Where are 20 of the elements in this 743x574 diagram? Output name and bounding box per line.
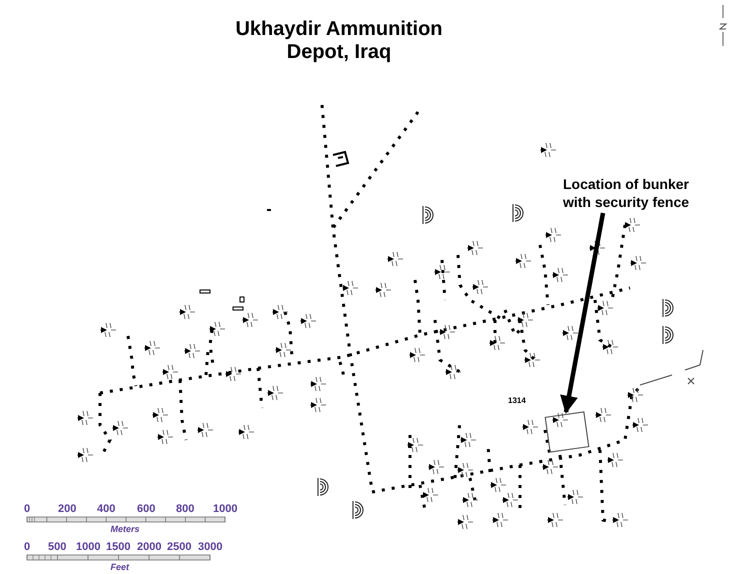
- scale-value: 1500: [106, 541, 130, 553]
- pointer-arrow: [560, 212, 606, 414]
- map-title: Ukhaydir Ammunition Depot, Iraq: [234, 18, 444, 64]
- scale-value: 2500: [167, 541, 192, 553]
- fenced-bunker-outline: [544, 411, 590, 453]
- scale-value: 800: [176, 503, 194, 515]
- scale-value: 200: [58, 503, 76, 515]
- scale-value: 0: [24, 503, 30, 515]
- scale-value: 600: [137, 503, 156, 515]
- scale-value: 1000: [76, 541, 100, 553]
- scale-value: 500: [48, 541, 66, 553]
- scale-value: 1000: [213, 503, 238, 515]
- scale-value: 0: [24, 541, 30, 553]
- scale-unit: Meters: [110, 524, 140, 534]
- scale-value: 2000: [137, 541, 162, 553]
- scale-unit: Feet: [110, 562, 130, 572]
- scale-value: 400: [97, 503, 116, 515]
- callout-text: Location of bunker with security fence: [548, 175, 704, 213]
- building-number: 1314: [508, 396, 526, 405]
- scale-value: 3000: [198, 541, 222, 553]
